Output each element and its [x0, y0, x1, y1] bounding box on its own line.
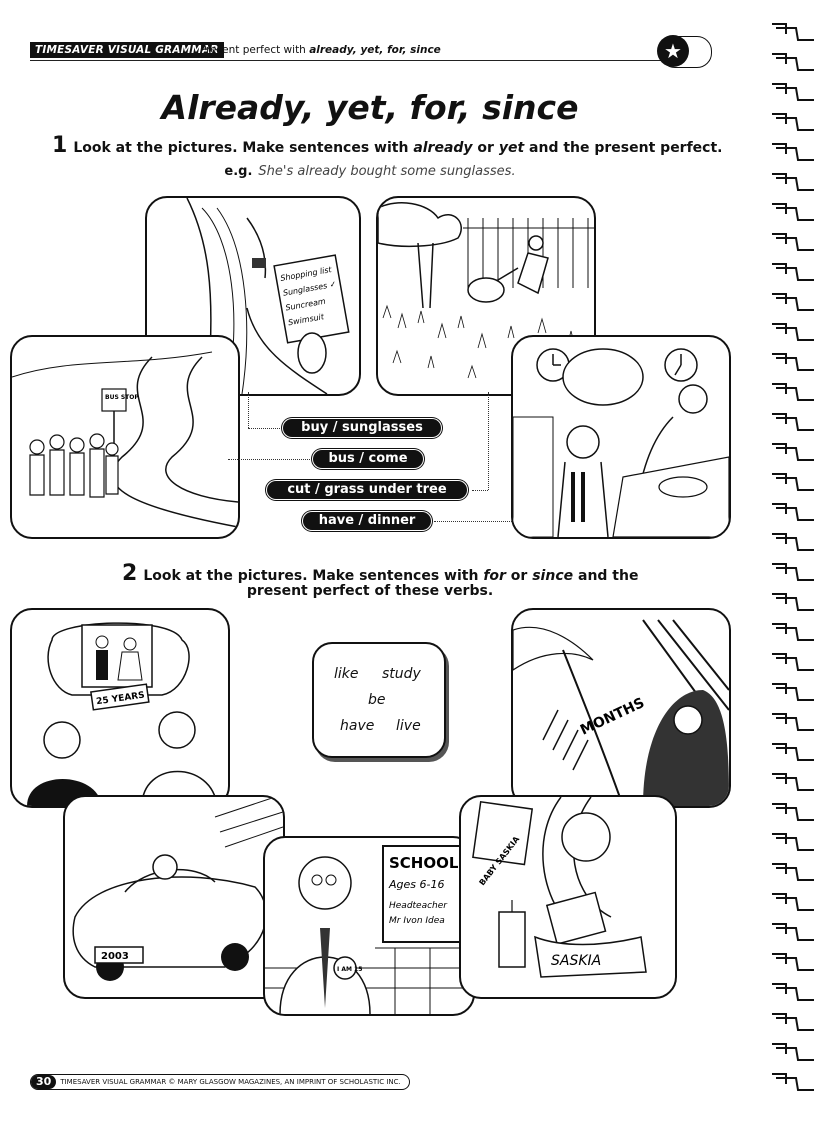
binding-coil — [772, 983, 814, 1001]
binding-coil — [772, 143, 814, 161]
prompt-cut-grass: cut / grass under tree — [266, 480, 468, 500]
binding-coil — [772, 203, 814, 221]
binding-coil — [772, 803, 814, 821]
school-sign-name: Mr Ivon Idea — [389, 916, 445, 926]
connector-line — [248, 392, 249, 428]
verb-word-box: like study be have live — [312, 642, 446, 758]
binding-coil — [772, 323, 814, 341]
prompt-bus-come: bus / come — [312, 449, 424, 469]
binding-coil — [772, 113, 814, 131]
verb-have: have — [340, 718, 375, 734]
binding-coil — [772, 353, 814, 371]
months-tally-label: MONTHS — [578, 695, 647, 739]
verb-like: like — [334, 666, 359, 682]
school-sign-head: Headteacher — [389, 901, 448, 911]
binding-coil — [772, 233, 814, 251]
connector-line — [488, 392, 489, 490]
prompt-have-dinner: have / dinner — [302, 511, 432, 531]
binding-coil — [772, 863, 814, 881]
binding-coil — [772, 1043, 814, 1061]
binding-coil — [772, 53, 814, 71]
panel-island-months: MONTHS — [511, 608, 731, 808]
panel-school: SCHOOL Ages 6-16 Headteacher Mr Ivon Ide… — [263, 836, 475, 1016]
binding-coil — [772, 533, 814, 551]
binding-coil — [772, 383, 814, 401]
binding-coil — [772, 563, 814, 581]
verb-study: study — [382, 666, 421, 682]
panel-saskia: BABY SASKIA SASKIA — [459, 795, 677, 999]
binding-coil — [772, 653, 814, 671]
car-number-plate: 2003 — [101, 951, 129, 962]
binding-coil — [772, 503, 814, 521]
panel-car: 2003 — [63, 795, 285, 999]
binding-coil — [772, 293, 814, 311]
binding-coil — [772, 623, 814, 641]
page-footer: 30 TIMESAVER VISUAL GRAMMAR © MARY GLASG… — [30, 1074, 410, 1090]
example-sentence: e.g.She's already bought some sunglasses… — [224, 164, 516, 179]
school-sign-title: SCHOOL — [389, 854, 459, 872]
star-icon: ★ — [657, 35, 689, 67]
verb-be: be — [368, 692, 386, 708]
page-title: Already, yet, for, since — [161, 88, 579, 127]
binding-coil — [772, 1013, 814, 1031]
binding-coil — [772, 773, 814, 791]
age-badge: I AM 15 — [337, 966, 362, 973]
bus-stop-sign: BUS STOP — [105, 394, 139, 401]
binding-coil — [772, 23, 814, 41]
exercise-2-instruction-line2: present perfect of these verbs. — [246, 583, 494, 599]
binding-coil — [772, 443, 814, 461]
spiral-binding — [772, 23, 814, 1091]
verb-live: live — [396, 718, 421, 734]
binding-coil — [772, 83, 814, 101]
binding-coil — [772, 923, 814, 941]
binding-coil — [772, 713, 814, 731]
header-badge: ★ — [657, 35, 712, 68]
panel-anniversary: 25 YEARS — [10, 608, 230, 808]
prompt-buy-sunglasses: buy / sunglasses — [282, 418, 442, 438]
binding-coil — [772, 953, 814, 971]
header-rule — [30, 60, 710, 61]
binding-coil — [772, 833, 814, 851]
connector-line — [434, 521, 512, 522]
page-number: 30 — [31, 1075, 57, 1089]
panel-dinner — [511, 335, 731, 539]
binding-coil — [772, 473, 814, 491]
binding-coil — [772, 263, 814, 281]
binding-coil — [772, 413, 814, 431]
connector-line — [248, 428, 280, 429]
binding-coil — [772, 173, 814, 191]
saskia-card-label: SASKIA — [551, 953, 601, 969]
series-tag: TIMESAVER VISUAL GRAMMAR — [30, 42, 224, 58]
binding-coil — [772, 1073, 814, 1091]
connector-line — [472, 490, 488, 491]
binding-coil — [772, 593, 814, 611]
footer-copyright: TIMESAVER VISUAL GRAMMAR © MARY GLASGOW … — [60, 1078, 401, 1086]
school-sign-ages: Ages 6-16 — [388, 878, 444, 891]
connector-line — [228, 459, 310, 460]
page-subtitle: Present perfect with already, yet, for, … — [200, 44, 441, 56]
binding-coil — [772, 683, 814, 701]
binding-coil — [772, 893, 814, 911]
binding-coil — [772, 743, 814, 761]
panel-bus-stop: BUS STOP — [10, 335, 240, 539]
